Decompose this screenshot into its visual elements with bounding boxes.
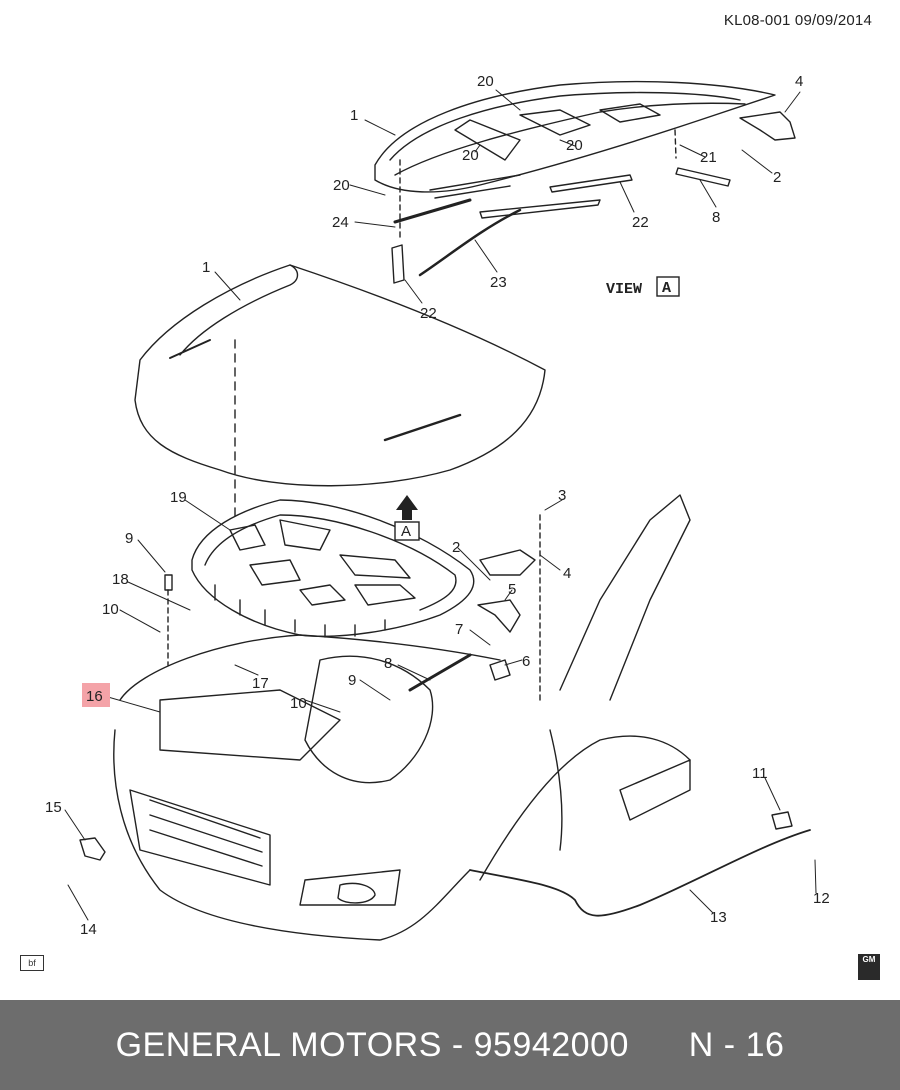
gm-logo-icon: GM <box>858 954 880 980</box>
callout-17: 17 <box>252 675 269 692</box>
callout-22-bottom: 22 <box>420 305 437 322</box>
callout-19: 19 <box>170 489 187 506</box>
callout-14: 14 <box>80 921 97 938</box>
callout-5: 5 <box>508 581 516 598</box>
hood-insulator-pad <box>191 499 475 638</box>
callout-4: 4 <box>563 565 571 582</box>
hood-panel <box>134 264 546 521</box>
arrow-letter: A <box>401 523 411 540</box>
footer-page-number: N - 16 <box>688 1026 785 1064</box>
callout-leaders <box>64 89 817 921</box>
callout-12: 12 <box>813 890 830 907</box>
callout-10-center: 10 <box>290 695 307 712</box>
callout-2-view-a: 2 <box>773 169 781 186</box>
footer-caption: GENERAL MOTORS - 95942000 N - 16 <box>0 1026 900 1065</box>
callout-1-hood: 1 <box>202 259 210 276</box>
release-handle <box>771 811 793 830</box>
callout-7: 7 <box>455 621 463 638</box>
callout-22-right: 22 <box>632 214 649 231</box>
callout-6: 6 <box>522 653 530 670</box>
callout-11: 11 <box>752 765 768 782</box>
callout-8: 8 <box>384 655 392 672</box>
footer-part-number: 95942000 <box>473 1026 629 1064</box>
callout-20-center: 20 <box>462 147 479 164</box>
callout-16-highlight <box>82 683 110 707</box>
diagram-reference-code: KL08-001 09/09/2014 <box>723 12 872 29</box>
callout-18: 18 <box>112 571 129 588</box>
cable-clip <box>79 837 106 861</box>
callout-10-left: 10 <box>102 601 119 618</box>
vehicle-front-body <box>113 494 691 941</box>
footer-brand: GENERAL MOTORS <box>115 1026 442 1064</box>
view-label-text: VIEW <box>606 281 642 298</box>
callout-15: 15 <box>45 799 62 816</box>
callout-23: 23 <box>490 274 507 291</box>
corner-code-box: bf <box>20 955 44 971</box>
view-a-label: VIEW A <box>606 276 680 298</box>
callout-13: 13 <box>710 909 727 926</box>
callout-9-left: 9 <box>125 530 133 547</box>
footer-separator: - <box>451 1026 464 1064</box>
callout-1-view-a: 1 <box>350 107 358 124</box>
callout-21: 21 <box>700 149 717 166</box>
footer-bar: GENERAL MOTORS - 95942000 N - 16 <box>0 1000 900 1090</box>
callout-4-view-a: 4 <box>795 73 803 90</box>
callout-20-right: 20 <box>566 137 583 154</box>
view-a-hood-underside <box>374 80 796 284</box>
callout-20-left: 20 <box>333 177 350 194</box>
view-letter-text: A <box>662 280 671 297</box>
callout-8-view-a: 8 <box>712 209 720 226</box>
callout-numbers: 1 20 4 20 20 20 21 2 24 22 8 23 22 1 19 … <box>45 73 830 938</box>
callout-9-center: 9 <box>348 672 356 689</box>
callout-3: 3 <box>558 487 566 504</box>
hood-release-cable <box>469 829 811 917</box>
callout-16: 16 <box>86 688 103 705</box>
hood-assembly-diagram: A VIEW A 1 20 4 20 20 20 21 2 24 22 8 23… <box>45 73 830 941</box>
callout-20-top: 20 <box>477 73 494 90</box>
callout-2: 2 <box>452 539 460 556</box>
callout-24: 24 <box>332 214 349 231</box>
view-a-arrow: A <box>394 495 420 541</box>
